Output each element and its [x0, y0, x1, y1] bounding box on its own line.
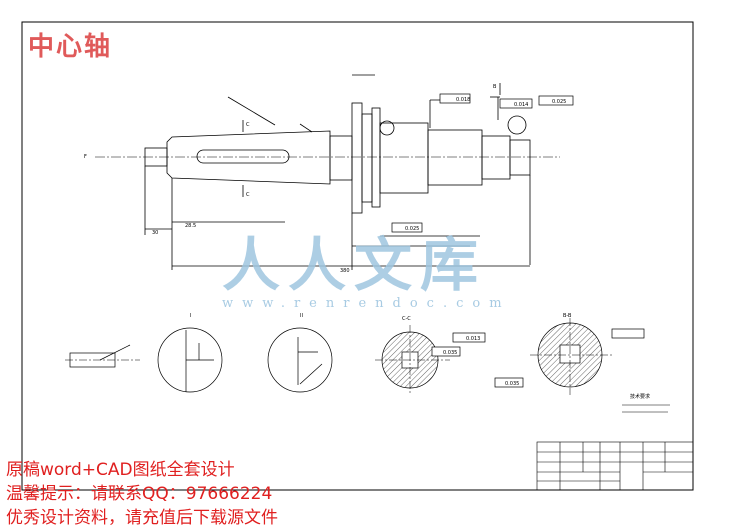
title-block — [536, 441, 694, 491]
promo-line-2: 温馨提示：请联系QQ：97666224 — [6, 484, 273, 504]
mark-c-top: C — [246, 122, 250, 128]
mark-c-bottom: C — [246, 192, 250, 198]
detail-labels: I II — [190, 313, 303, 319]
technical-notes: 技术要求 — [622, 393, 670, 413]
tol-g: 0.035 — [505, 381, 519, 387]
detail-2-label: II — [300, 313, 303, 319]
tol-c: 0.025 — [552, 99, 566, 105]
promo-line-1: 原稿word+CAD图纸全套设计 — [6, 460, 235, 480]
dim-keyway: 28.5 — [185, 223, 196, 229]
detail-1-label: I — [190, 313, 191, 319]
mark-b: B — [493, 84, 497, 90]
section-cc — [375, 325, 486, 395]
tol-e: 0.013 — [466, 336, 480, 342]
promo-line-3: 优秀设计资料，请充值后下载源文件 — [6, 508, 278, 528]
tol-f: 0.035 — [443, 350, 457, 356]
section-cc-labels: C-C 0.013 0.035 — [402, 316, 480, 356]
watermark-logo: 人人文库 — [222, 231, 487, 299]
tol-d: 0.025 — [405, 226, 419, 232]
tolerance-frames — [391, 93, 574, 233]
section-bb-title: B-B — [563, 313, 572, 319]
mark-f: F — [84, 154, 87, 160]
watermark-url: www.renrendoc.com — [222, 296, 511, 311]
section-bb-labels: B-B 0.035 — [505, 313, 572, 387]
drawing-frame — [21, 21, 694, 491]
main-view-labels: 380 30 28.5 0.018 0.014 0.025 0.025 C C … — [84, 84, 566, 274]
tol-a: 0.018 — [456, 97, 470, 103]
section-cc-title: C-C — [402, 316, 411, 322]
dim-total: 380 — [340, 268, 350, 274]
detail-views — [65, 327, 333, 393]
main-shaft-view — [95, 74, 560, 270]
drawing-title: 中心轴 — [28, 32, 113, 62]
notes-title: 技术要求 — [630, 393, 650, 400]
section-bb — [494, 318, 645, 395]
tol-b: 0.014 — [514, 102, 528, 108]
dim-left-stub: 30 — [152, 230, 158, 236]
